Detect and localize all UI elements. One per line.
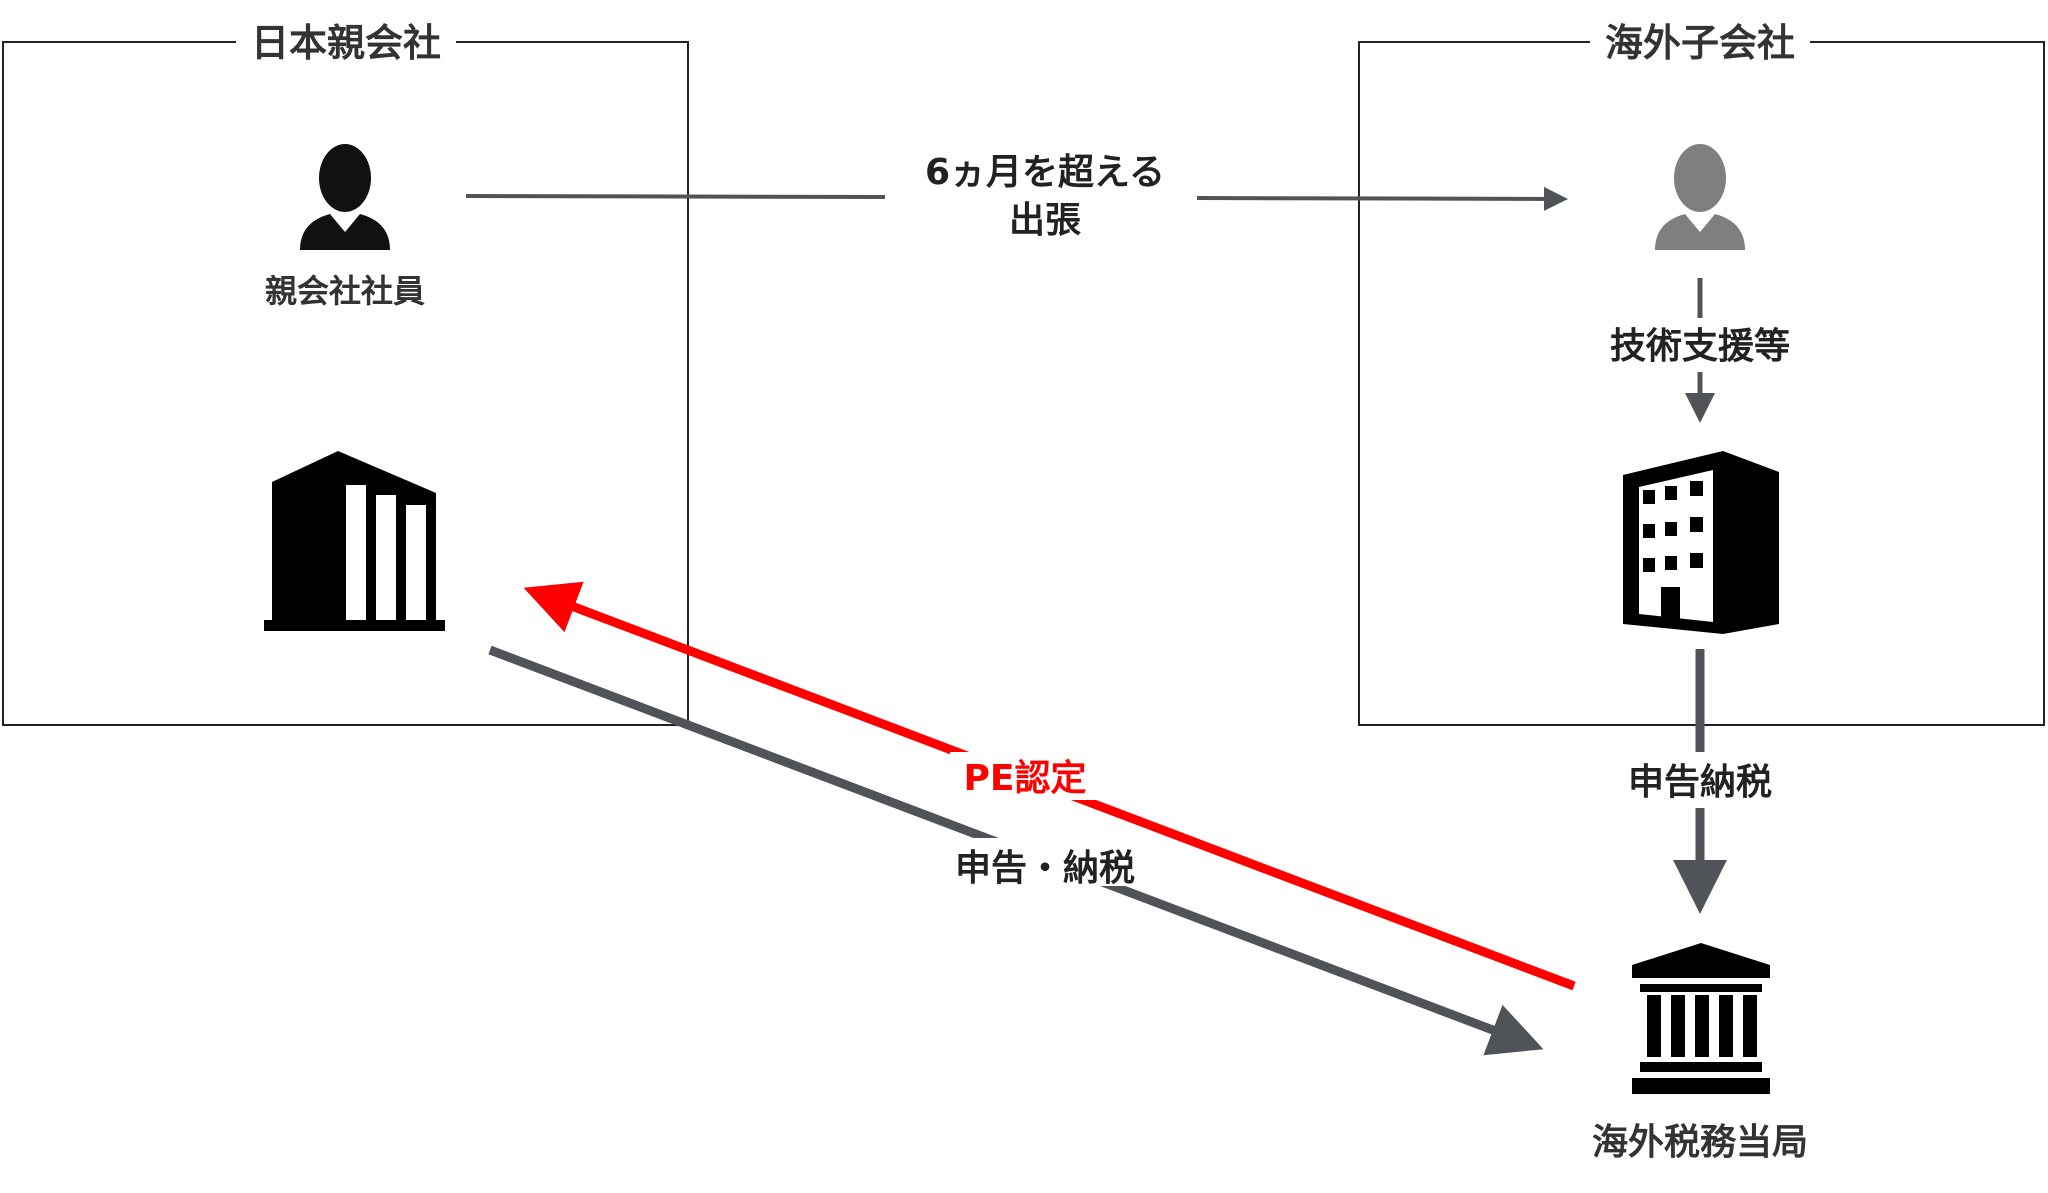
tax-authority-label: 海外税務当局 xyxy=(1592,1122,1808,1163)
pe-recognition-label: PE認定 xyxy=(964,758,1087,799)
parent-company-building-icon xyxy=(264,451,445,631)
dispatched-employee-icon xyxy=(1655,144,1745,250)
business-trip-label-2: 出張 xyxy=(1009,200,1081,241)
employee-icon xyxy=(300,144,390,250)
tax-authority-icon xyxy=(1632,943,1770,1094)
business-trip-label-1: 6ヵ月を超える xyxy=(925,152,1165,193)
employee-label: 親会社社員 xyxy=(265,272,425,310)
parent-filing-label: 申告・納税 xyxy=(955,848,1135,889)
subsidiary-filing-label: 申告納税 xyxy=(1628,762,1772,803)
subsidiary-title: 海外子会社 xyxy=(1605,21,1795,65)
tech-support-label: 技術支援等 xyxy=(1610,326,1790,367)
business-trip-arrow xyxy=(465,194,886,199)
subsidiary-building-icon xyxy=(1623,451,1779,634)
parent-company-title: 日本親会社 xyxy=(251,21,441,65)
